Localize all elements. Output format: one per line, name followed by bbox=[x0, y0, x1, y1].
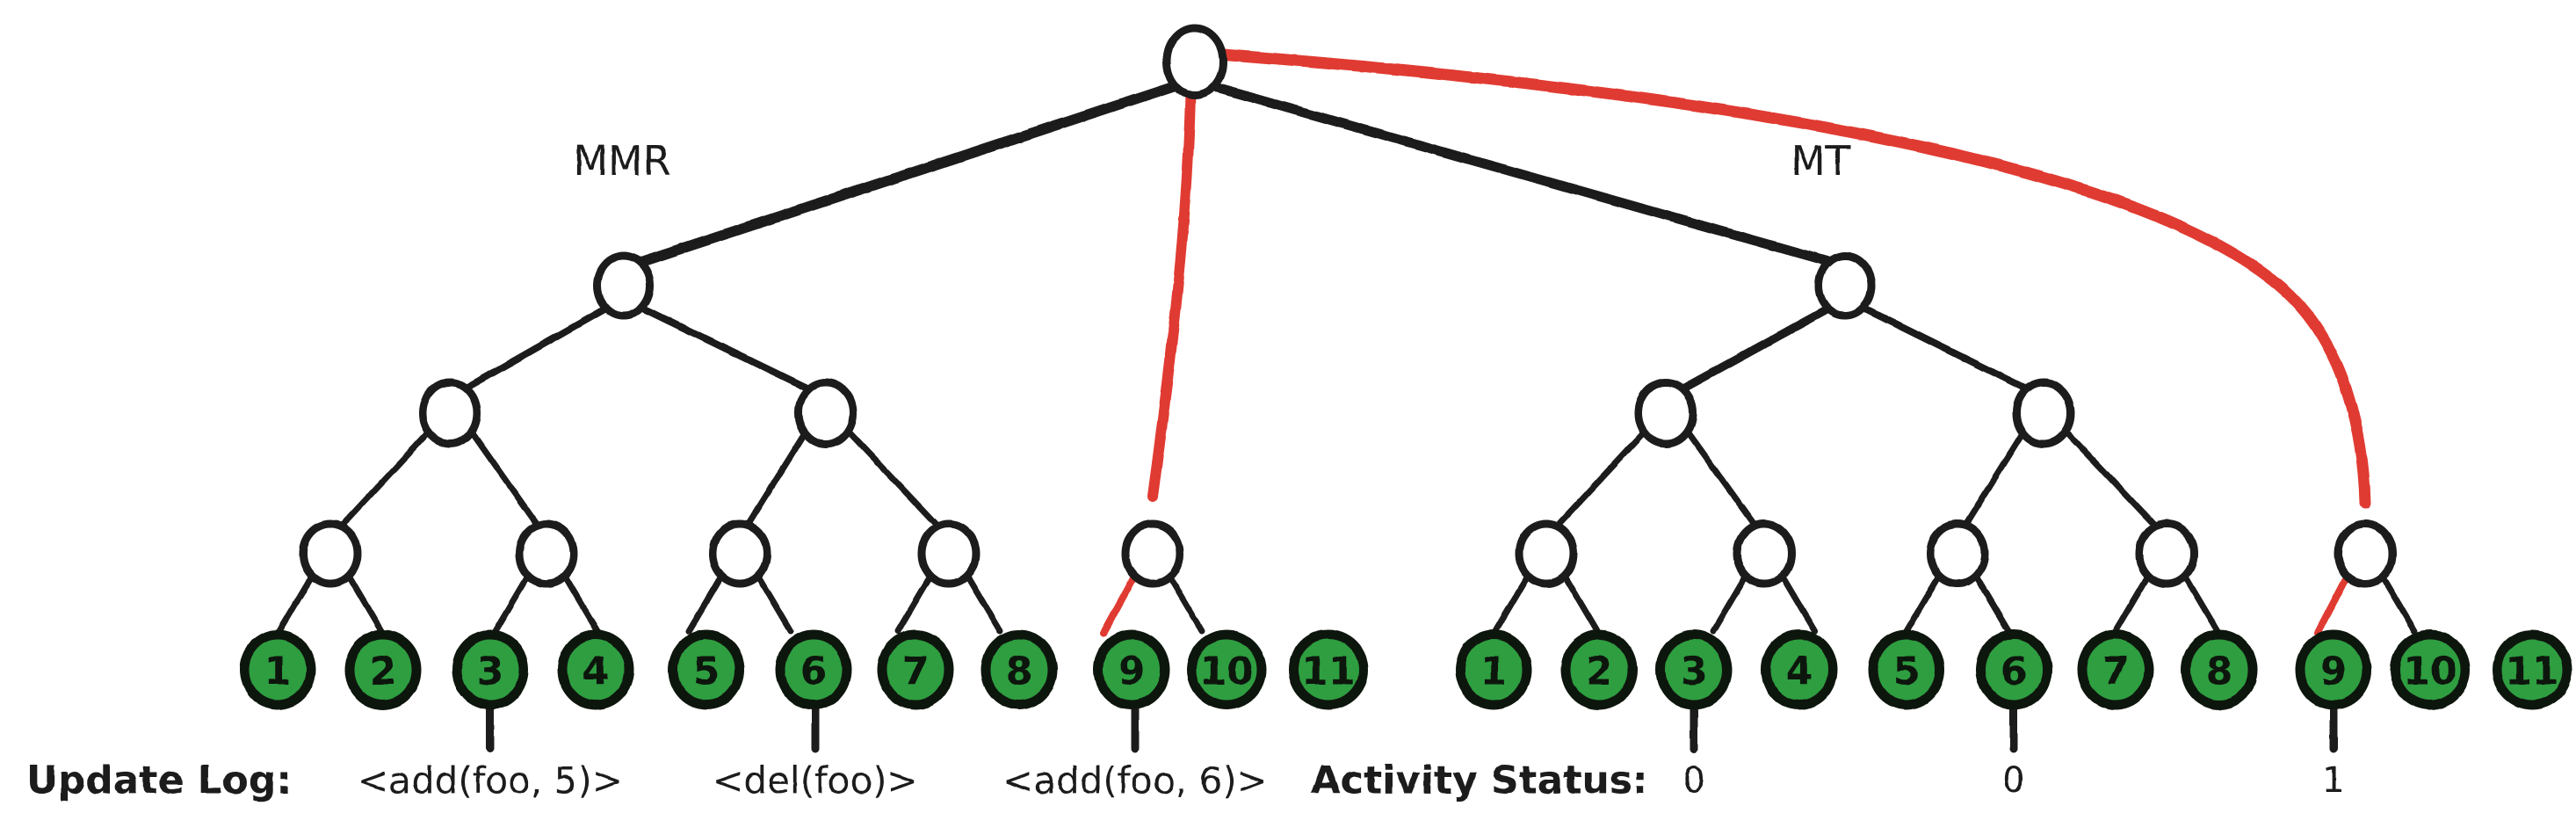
mmr-root-node bbox=[593, 251, 655, 320]
leaf-node bbox=[2295, 629, 2372, 710]
mt-node-l1b bbox=[2012, 378, 2075, 448]
leaf-label: 1 bbox=[264, 650, 292, 694]
mt-node-l1a bbox=[1634, 378, 1697, 448]
mt-node-l2c bbox=[1926, 519, 1989, 588]
mt-node-l2b bbox=[1733, 519, 1796, 588]
leaf-node bbox=[239, 629, 316, 710]
tree-label-mmr: MMR bbox=[573, 137, 670, 185]
leaf-label: 4 bbox=[1786, 650, 1813, 694]
activity-status-value: 0 bbox=[1682, 760, 1704, 801]
leaf-label: 5 bbox=[1893, 650, 1921, 694]
leaf-label: 3 bbox=[477, 650, 504, 694]
mt-leaves bbox=[1455, 629, 2572, 710]
mmr-node-l1a bbox=[418, 378, 481, 448]
leaf-label: 11 bbox=[1301, 650, 1355, 694]
mmr-node-l2e bbox=[1121, 519, 1184, 588]
leaf-node bbox=[1560, 629, 1638, 710]
leaf-label: 2 bbox=[1586, 650, 1613, 694]
leaf-label: 6 bbox=[800, 650, 828, 694]
leaf-node bbox=[877, 629, 954, 710]
mmr-node-l2d bbox=[917, 519, 980, 588]
leaf-label: 10 bbox=[2403, 650, 2457, 694]
leaf-label: 6 bbox=[2001, 650, 2028, 694]
update-log-entry: <add(foo, 5)> bbox=[358, 759, 623, 802]
mmr-leaf-labels: 1 2 3 4 5 6 7 8 9 10 11 bbox=[264, 650, 1356, 694]
leaf-node bbox=[2390, 629, 2471, 710]
leaf-label: 11 bbox=[2505, 650, 2558, 694]
leaf-node bbox=[1975, 629, 2052, 710]
leaf-node bbox=[1093, 629, 1170, 710]
leaf-node bbox=[2181, 629, 2258, 710]
tree-mt bbox=[1455, 251, 2572, 753]
leaf-node bbox=[1868, 629, 1945, 710]
leaf-label: 5 bbox=[693, 650, 720, 694]
leaf-label: 4 bbox=[582, 650, 610, 694]
global-root-node bbox=[1162, 24, 1227, 99]
leaf-label: 2 bbox=[370, 650, 397, 694]
leaf-node bbox=[2077, 629, 2154, 710]
tree-mmr bbox=[239, 251, 1369, 753]
update-log-entry: <del(foo)> bbox=[713, 759, 918, 802]
leaf-label: 7 bbox=[2102, 650, 2130, 694]
mt-node-l2d bbox=[2135, 519, 2198, 588]
mt-node-l2a bbox=[1515, 519, 1578, 588]
leaf-label: 9 bbox=[2320, 650, 2348, 694]
mmr-node-l2c bbox=[708, 519, 771, 588]
leaf-node bbox=[1761, 629, 1838, 710]
update-log-entry: <add(foo, 6)> bbox=[1002, 759, 1268, 802]
mmr-node-l1b bbox=[794, 378, 857, 448]
mt-leaf-labels: 1 2 3 4 5 6 7 8 9 10 11 bbox=[1480, 650, 2559, 694]
leaf-node bbox=[1655, 629, 1733, 710]
leaf-node bbox=[557, 629, 634, 710]
tree-label-mt: MT bbox=[1791, 137, 1851, 185]
mmr-node-l2b bbox=[515, 519, 578, 588]
leaf-node bbox=[1288, 629, 1369, 710]
leaf-node bbox=[775, 629, 852, 710]
highlight-path-red bbox=[1147, 48, 2371, 509]
mmr-log-ticks bbox=[486, 699, 1140, 753]
leaf-label: 3 bbox=[1681, 650, 1708, 694]
activity-status-value: 1 bbox=[2322, 760, 2344, 801]
leaf-node bbox=[2492, 629, 2572, 710]
mt-node-l2e bbox=[2334, 519, 2397, 588]
root-edges bbox=[629, 81, 1842, 269]
leaf-node bbox=[1186, 629, 1267, 710]
leaf-node bbox=[668, 629, 745, 710]
mt-root-node bbox=[1814, 251, 1876, 320]
leaf-label: 8 bbox=[1006, 650, 1033, 694]
leaf-node bbox=[1455, 629, 1532, 710]
activity-status-caption: Activity Status: bbox=[1311, 759, 1648, 803]
leaf-label: 7 bbox=[902, 650, 930, 694]
leaf-node bbox=[980, 629, 1058, 710]
leaf-label: 8 bbox=[2206, 650, 2233, 694]
mmr-leaves bbox=[239, 629, 1369, 710]
mt-status-ticks bbox=[1690, 699, 2338, 753]
leaf-node bbox=[452, 629, 529, 710]
update-log-caption: Update Log: bbox=[26, 759, 292, 803]
leaf-label: 10 bbox=[1199, 650, 1253, 694]
leaf-label: 9 bbox=[1118, 650, 1146, 694]
activity-status-value: 0 bbox=[2002, 760, 2024, 801]
leaf-node bbox=[344, 629, 422, 710]
leaf-label: 1 bbox=[1480, 650, 1508, 694]
mmr-node-l2a bbox=[299, 519, 362, 588]
